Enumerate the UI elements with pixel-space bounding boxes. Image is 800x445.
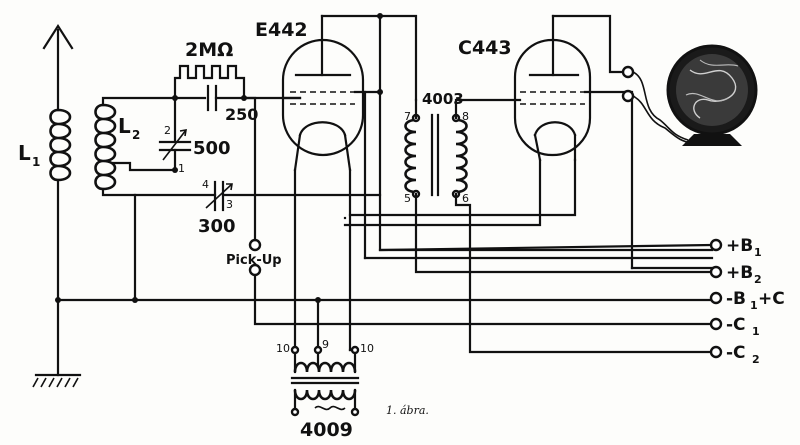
label-c250: 250	[225, 105, 258, 124]
label-tube-e442: E442	[255, 19, 308, 41]
svg-text:-C: -C	[726, 315, 746, 335]
loudspeaker	[621, 44, 758, 146]
label-pickup: Pick-Up	[226, 253, 282, 268]
terminal-b1	[709, 238, 723, 252]
terminal-b1c	[709, 291, 723, 305]
label-l1: L	[18, 141, 31, 165]
pin-6: 6	[462, 192, 469, 205]
svg-text:-C: -C	[726, 343, 746, 363]
svg-text:1: 1	[754, 246, 762, 259]
pin-9: 9	[322, 338, 329, 351]
svg-text:1: 1	[750, 299, 758, 312]
coil-l1	[49, 108, 72, 182]
label-c500: 500	[193, 138, 231, 159]
terminal-label-c1: -C 1	[726, 315, 760, 338]
capacitor-250	[206, 84, 218, 112]
label-l1-sub: 1	[32, 155, 40, 169]
label-transformer-4009: 4009	[300, 419, 353, 441]
tube-c443	[513, 14, 592, 162]
label-c300: 300	[198, 216, 236, 237]
svg-text:+B: +B	[726, 263, 753, 283]
pin-10-right: 10	[360, 342, 374, 355]
terminal-label-b1: +B 1	[726, 236, 762, 259]
svg-text:-B: -B	[726, 289, 746, 309]
terminal-label-c2: -C 2	[726, 343, 760, 366]
svg-text:2: 2	[754, 273, 762, 286]
coil-l2	[94, 103, 117, 191]
transformer-4003	[404, 113, 468, 199]
terminal-label-b1c: -B 1 +C	[726, 289, 785, 312]
svg-text:+C: +C	[758, 289, 785, 309]
pin-7: 7	[404, 110, 411, 123]
terminal-column	[709, 238, 723, 359]
terminal-label-b2: +B 2	[726, 263, 762, 286]
svg-text:1: 1	[752, 325, 760, 338]
pin-2: 2	[164, 124, 171, 137]
figure-caption: 1. ábra.	[386, 404, 429, 417]
pin-4: 4	[202, 178, 209, 191]
label-tube-c443: C443	[458, 37, 512, 59]
label-transformer-4003: 4003	[422, 90, 464, 108]
label-l2: L	[118, 114, 131, 138]
pin-3: 3	[226, 198, 233, 211]
pin-8: 8	[462, 110, 469, 123]
pin-5: 5	[404, 192, 411, 205]
terminal-c2	[709, 345, 723, 359]
resistor-2mohm	[173, 64, 246, 100]
pin-10-left: 10	[276, 342, 290, 355]
label-l2-sub: 2	[132, 128, 140, 142]
terminal-b2	[709, 265, 723, 279]
svg-text:2: 2	[752, 353, 760, 366]
terminal-c1	[709, 317, 723, 331]
transformer-4009	[290, 361, 360, 417]
label-resistor: 2MΩ	[185, 39, 233, 61]
ground-symbol	[32, 373, 82, 388]
antenna-symbol	[42, 23, 74, 112]
svg-text:+B: +B	[726, 236, 753, 256]
pin-1: 1	[178, 162, 185, 175]
